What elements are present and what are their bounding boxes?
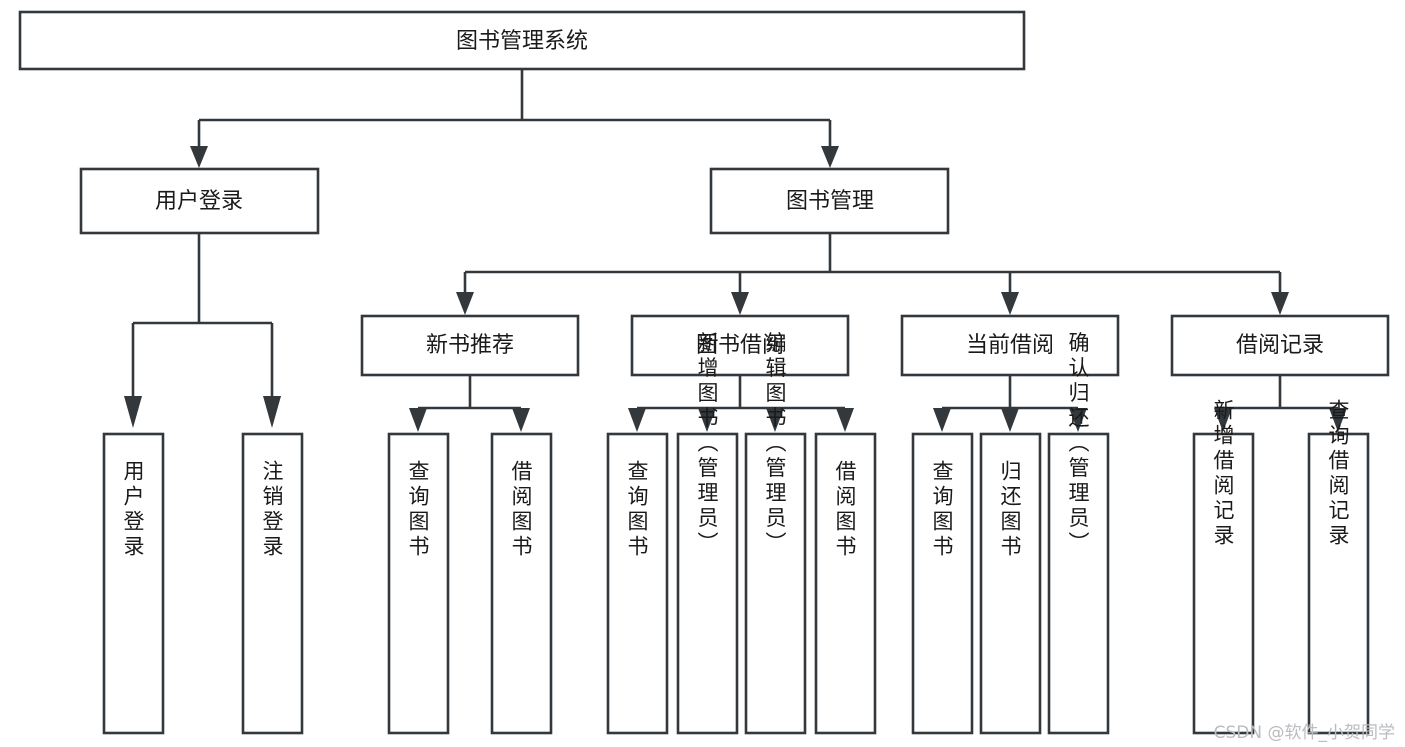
arrow-to-new-book-recommend [456, 292, 474, 315]
node-leaf-add-record-box[interactable] [1192, 432, 1255, 735]
node-book-management-label: 图书管理 [786, 189, 874, 214]
node-leaf-edit-book-label: 编辑图书（管理员） [763, 332, 787, 557]
node-book-borrow-box[interactable] [630, 314, 850, 377]
node-leaf-confirm-return[interactable]: 确认归还（管理员） [1047, 332, 1110, 735]
node-user-login[interactable]: 用户登录 [79, 167, 320, 235]
node-leaf-query-book-1-box[interactable] [387, 432, 450, 735]
arrow-to-book-management [821, 146, 839, 168]
node-current-borrow-box[interactable] [900, 314, 1120, 377]
arrow-to-book-borrow [731, 292, 749, 315]
connector-group-current-borrow [933, 375, 1087, 432]
node-borrow-record-box[interactable] [1170, 314, 1390, 377]
arrow-to-leaf-logout [263, 396, 281, 428]
node-book-borrow[interactable]: 图书借阅 [630, 314, 850, 377]
node-leaf-edit-book[interactable]: 编辑图书（管理员） [744, 332, 807, 735]
arrow-to-leaf-add-book [698, 408, 716, 432]
node-leaf-query-book-2-box[interactable] [606, 432, 669, 735]
node-leaf-add-record-label: 新增借阅记录 [1211, 399, 1235, 549]
node-leaf-borrow-book-1[interactable]: 借阅图书 [490, 432, 553, 735]
node-book-management[interactable]: 图书管理 [709, 167, 950, 235]
node-leaf-return-book-label: 归还图书 [998, 460, 1022, 560]
node-new-book-recommend[interactable]: 新书推荐 [360, 314, 580, 377]
node-leaf-edit-book-box[interactable] [744, 432, 807, 735]
arrow-to-leaf-edit-book [766, 408, 784, 432]
node-current-borrow[interactable]: 当前借阅 [900, 314, 1120, 377]
arrow-to-leaf-borrow-book-1 [512, 408, 530, 432]
node-leaf-return-book-box[interactable] [979, 432, 1042, 735]
node-leaf-return-book[interactable]: 归还图书 [979, 432, 1042, 735]
node-root[interactable]: 图书管理系统 [18, 10, 1026, 71]
node-leaf-query-record[interactable]: 查询借阅记录 [1307, 399, 1370, 735]
node-leaf-borrow-book-2-label: 借阅图书 [833, 460, 857, 560]
arrow-to-leaf-query-book-2 [628, 408, 646, 432]
node-current-borrow-label: 当前借阅 [966, 333, 1054, 358]
csdn-watermark: CSDN @软件_小贺同学 [1213, 723, 1395, 743]
arrow-to-leaf-return-book [1001, 408, 1019, 432]
node-leaf-query-record-box[interactable] [1307, 432, 1370, 735]
arrow-to-leaf-borrow-book-2 [836, 408, 854, 432]
node-user-login-box[interactable] [79, 167, 320, 235]
node-leaf-query-book-3-label: 查询图书 [930, 460, 954, 560]
node-leaf-query-record-label: 查询借阅记录 [1326, 399, 1350, 549]
arrow-to-user-login [190, 146, 208, 168]
node-leaf-confirm-return-box[interactable] [1047, 432, 1110, 735]
connector-group-book-borrow [628, 375, 854, 432]
node-leaf-logout-label: 注销登录 [260, 460, 284, 560]
node-leaf-user-login[interactable]: 用户登录 [102, 432, 165, 735]
node-book-management-box[interactable] [709, 167, 950, 235]
node-leaf-borrow-book-2-box[interactable] [814, 432, 877, 735]
arrow-to-leaf-query-book-3 [933, 408, 951, 432]
node-borrow-record-label: 借阅记录 [1236, 333, 1324, 358]
node-leaf-logout[interactable]: 注销登录 [241, 432, 304, 735]
connector-group-book-management [456, 233, 1289, 315]
node-new-book-recommend-box[interactable] [360, 314, 580, 377]
connector-group-user-login [124, 233, 281, 428]
node-leaf-borrow-book-2[interactable]: 借阅图书 [814, 432, 877, 735]
node-leaf-add-book-box[interactable] [676, 432, 739, 735]
node-leaf-query-book-1[interactable]: 查询图书 [387, 432, 450, 735]
node-leaf-query-book-1-label: 查询图书 [406, 460, 430, 560]
arrow-to-leaf-query-record [1329, 408, 1347, 432]
node-leaf-confirm-return-label: 确认归还（管理员） [1066, 332, 1090, 557]
node-borrow-record[interactable]: 借阅记录 [1170, 314, 1390, 377]
node-leaf-query-book-3-box[interactable] [911, 432, 974, 735]
node-book-borrow-label: 图书借阅 [696, 333, 784, 358]
node-user-login-label: 用户登录 [155, 189, 243, 214]
arrow-to-leaf-add-record [1214, 408, 1232, 432]
node-leaf-logout-box[interactable] [241, 432, 304, 735]
arrow-to-current-borrow [1001, 292, 1019, 315]
connector-group-borrow-record [1214, 375, 1347, 432]
arrow-to-leaf-confirm-return [1069, 408, 1087, 432]
arrow-to-leaf-user-login [124, 396, 142, 428]
node-leaf-query-book-3[interactable]: 查询图书 [911, 432, 974, 735]
node-leaf-user-login-box[interactable] [102, 432, 165, 735]
arrow-to-borrow-record [1271, 292, 1289, 315]
node-new-book-recommend-label: 新书推荐 [426, 333, 514, 358]
arrow-to-leaf-query-book-1 [409, 408, 427, 432]
node-leaf-borrow-book-1-box[interactable] [490, 432, 553, 735]
node-root-box[interactable] [18, 10, 1026, 71]
node-leaf-user-login-label: 用户登录 [121, 460, 145, 560]
node-leaf-add-book-label: 新增图书（管理员） [695, 332, 719, 557]
connector-group-new-book-recommend [409, 375, 530, 432]
connector-group-root [190, 69, 839, 168]
node-root-label: 图书管理系统 [456, 29, 588, 54]
node-leaf-add-book[interactable]: 新增图书（管理员） [676, 332, 739, 735]
node-leaf-borrow-book-1-label: 借阅图书 [509, 460, 533, 560]
node-leaf-query-book-2-label: 查询图书 [625, 460, 649, 560]
node-leaf-add-record[interactable]: 新增借阅记录 [1192, 399, 1255, 735]
node-leaf-query-book-2[interactable]: 查询图书 [606, 432, 669, 735]
